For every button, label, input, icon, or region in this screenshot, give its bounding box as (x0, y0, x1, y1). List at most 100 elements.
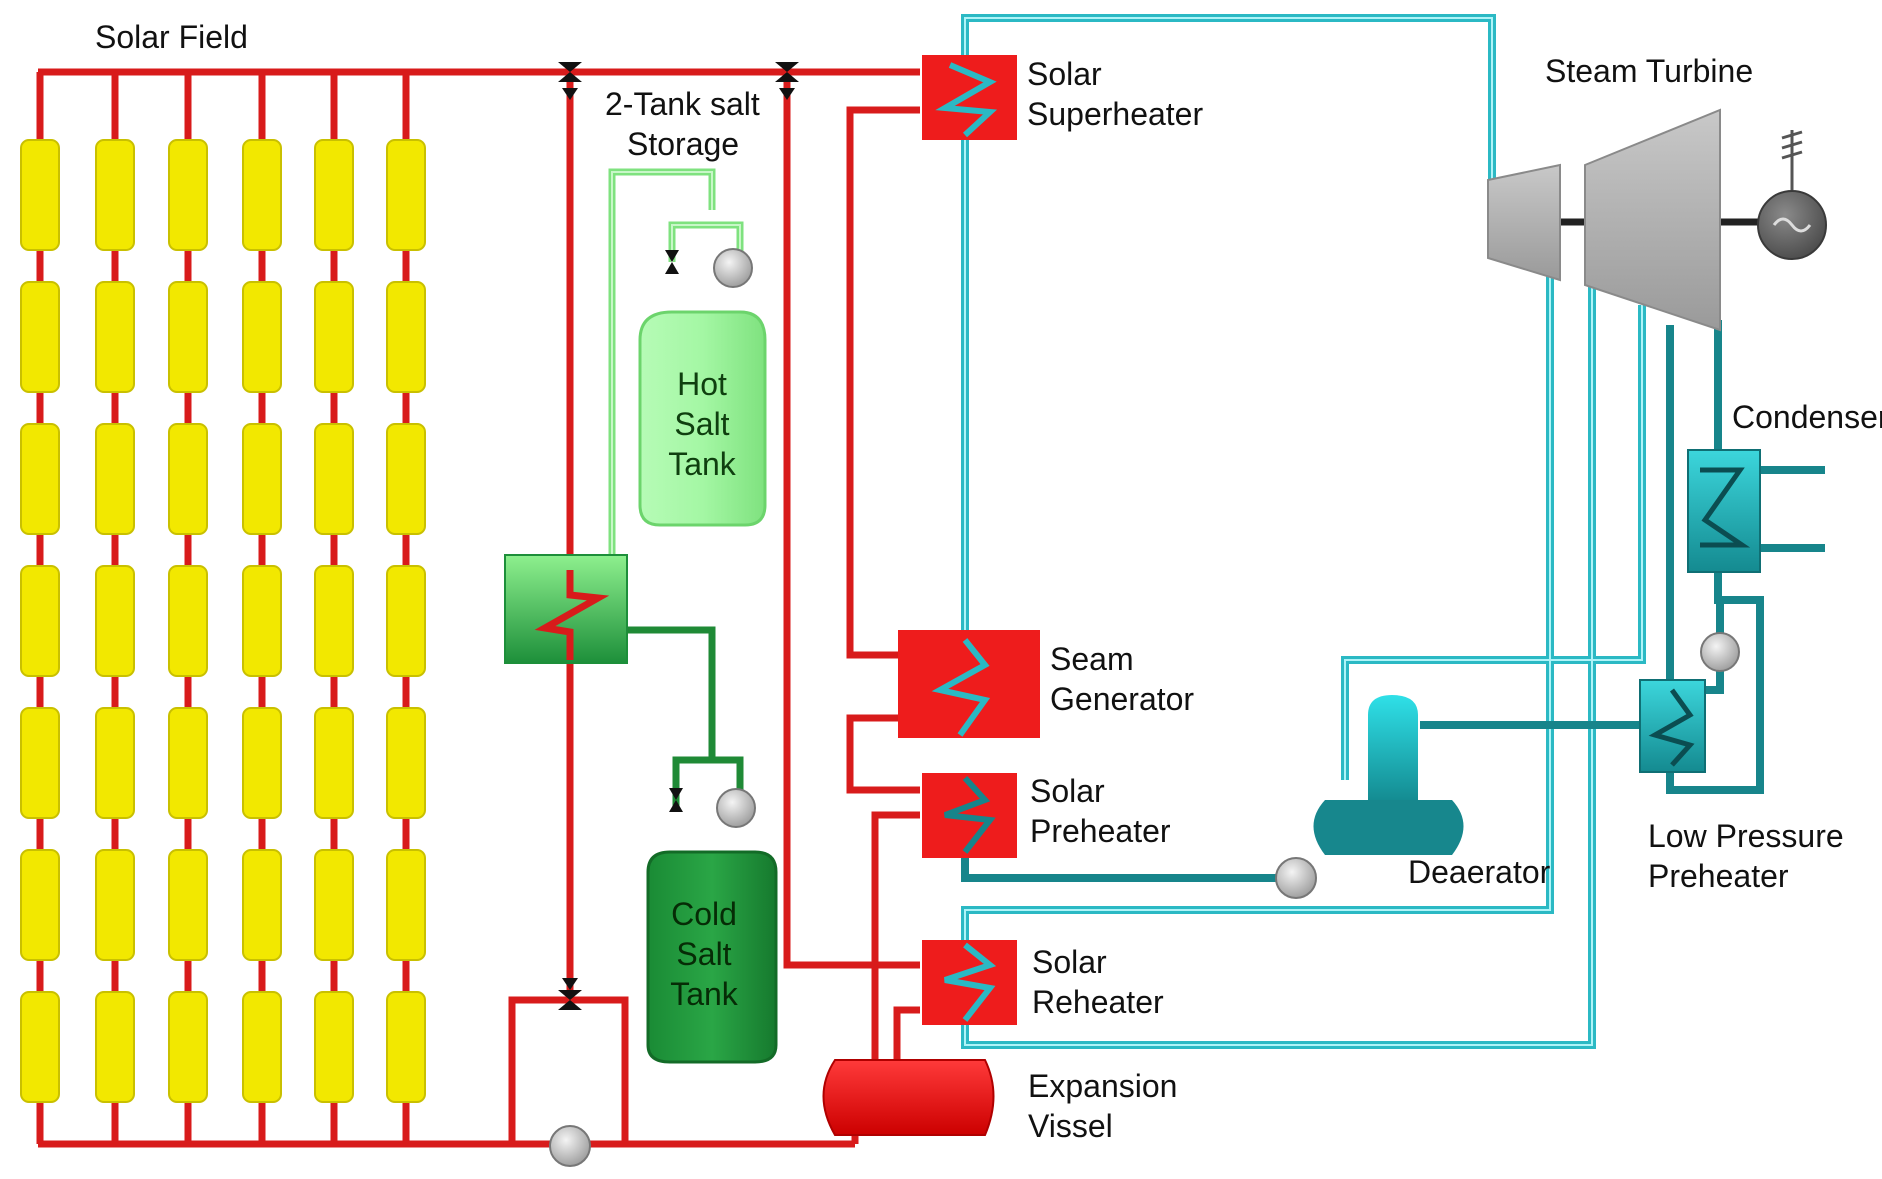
heat-exchanger-coil-icon (931, 638, 991, 737)
heat-exchanger-coil-icon (944, 942, 997, 1022)
solar-collector (386, 991, 426, 1103)
solar-collector (314, 991, 354, 1103)
htf-loop (38, 68, 920, 1148)
solar-preheater (922, 773, 1017, 858)
reheater-return-pipe (893, 1006, 920, 1070)
solar-collector (20, 565, 60, 677)
valve-icon[interactable] (665, 250, 679, 274)
cold-tank-label-line2: Salt (676, 936, 731, 972)
steam-turbine-label: Steam Turbine (1545, 53, 1753, 89)
solar-collector (314, 139, 354, 251)
solar-field (20, 72, 426, 1144)
solar-collector (95, 565, 135, 677)
solar-collector (314, 849, 354, 961)
ground-icon (1781, 130, 1803, 190)
solar-collector (95, 849, 135, 961)
valve-icon[interactable] (669, 788, 683, 812)
preheater-return-pipe (871, 811, 920, 1060)
solar-collector (386, 139, 426, 251)
preheater-label-line1: Solar (1030, 773, 1105, 809)
solar-steam-generator (898, 630, 1040, 738)
solar-collector (242, 139, 282, 251)
valve-icon[interactable] (775, 62, 799, 82)
solar-superheater (922, 55, 1017, 140)
solar-collector (386, 707, 426, 819)
valve-icon[interactable] (558, 62, 582, 82)
solar-collector (242, 707, 282, 819)
solar-collector (386, 565, 426, 677)
solar-collector (95, 991, 135, 1103)
pump-icon[interactable] (1275, 857, 1317, 899)
solar-collector (386, 423, 426, 535)
solar-collector (242, 565, 282, 677)
solar-collector (20, 139, 60, 251)
solar-collector (314, 565, 354, 677)
cold-salt-tank: Cold Salt Tank (646, 850, 778, 1064)
pump-icon[interactable] (1700, 632, 1740, 672)
solar-collector (95, 423, 135, 535)
pump-icon[interactable] (713, 248, 753, 288)
expansion-vessel-label-line1: Expansion (1028, 1068, 1177, 1104)
cold-tank-label-line1: Cold (671, 896, 737, 932)
solar-collector (95, 139, 135, 251)
solar-collector (20, 849, 60, 961)
heat-exchanger-coil-icon (1648, 688, 1695, 767)
storage-label-line1: 2-Tank salt (605, 86, 760, 122)
deaerator (1313, 695, 1464, 855)
hot-tank-label-line3: Tank (668, 446, 737, 482)
solar-collector (20, 423, 60, 535)
pump-icon[interactable] (549, 1125, 591, 1167)
pump-icon[interactable] (716, 788, 756, 828)
expansion-vessel (822, 1059, 995, 1136)
flow-arrow-icon (779, 88, 795, 100)
solar-reheater (922, 940, 1017, 1025)
generator-icon (1757, 190, 1827, 260)
solar-collector (95, 707, 135, 819)
solar-collector (242, 423, 282, 535)
lp-preheater-label-line2: Preheater (1648, 858, 1789, 894)
heat-exchanger-coil-icon (943, 775, 996, 854)
bypass-loop (508, 996, 629, 1144)
valve-icon[interactable] (558, 990, 582, 1010)
hot-tank-label-line1: Hot (677, 366, 727, 402)
reheater-label-line1: Solar (1032, 944, 1107, 980)
superheater-to-sg-pipe (846, 106, 920, 659)
deaerator-label: Deaerator (1408, 854, 1551, 890)
solar-collector (95, 281, 135, 393)
reheater-label-line2: Reheater (1032, 984, 1164, 1020)
solar-collector (314, 281, 354, 393)
heat-exchanger-coil-icon (935, 62, 998, 138)
cold-salt-lines (627, 626, 744, 810)
solar-collector (314, 423, 354, 535)
superheater-label-line2: Superheater (1027, 96, 1203, 132)
solar-collector (168, 565, 208, 677)
hot-salt-lines-highlight (611, 171, 741, 560)
steam-generator-label-line2: Generator (1050, 681, 1194, 717)
solar-field-label: Solar Field (95, 19, 248, 55)
solar-collector (168, 423, 208, 535)
solar-collector (20, 707, 60, 819)
solar-collector (386, 849, 426, 961)
solar-collector (20, 991, 60, 1103)
solar-collector (242, 849, 282, 961)
sg-to-preheater-pipe (846, 714, 920, 794)
solar-collector (386, 281, 426, 393)
steam-turbine (1487, 108, 1785, 332)
low-pressure-preheater (1639, 679, 1706, 773)
solar-collector (168, 139, 208, 251)
flow-arrow-icon (562, 88, 578, 100)
htf-valves (558, 62, 799, 1010)
heat-exchanger-coil-icon (1700, 467, 1751, 548)
cold-tank-label-line3: Tank (670, 976, 739, 1012)
solar-collector (168, 849, 208, 961)
heat-exchanger-coil-icon (534, 570, 610, 660)
hot-salt-tank: Hot Salt Tank (638, 310, 767, 527)
flow-arrow-icon (562, 978, 578, 990)
expansion-vessel-label-line2: Vissel (1028, 1108, 1113, 1144)
high-pressure-turbine (1487, 163, 1561, 282)
htf-arrows (562, 88, 795, 990)
solar-collector (242, 281, 282, 393)
solar-collector (20, 281, 60, 393)
salt-heat-exchanger (504, 554, 628, 664)
solar-collector (168, 707, 208, 819)
